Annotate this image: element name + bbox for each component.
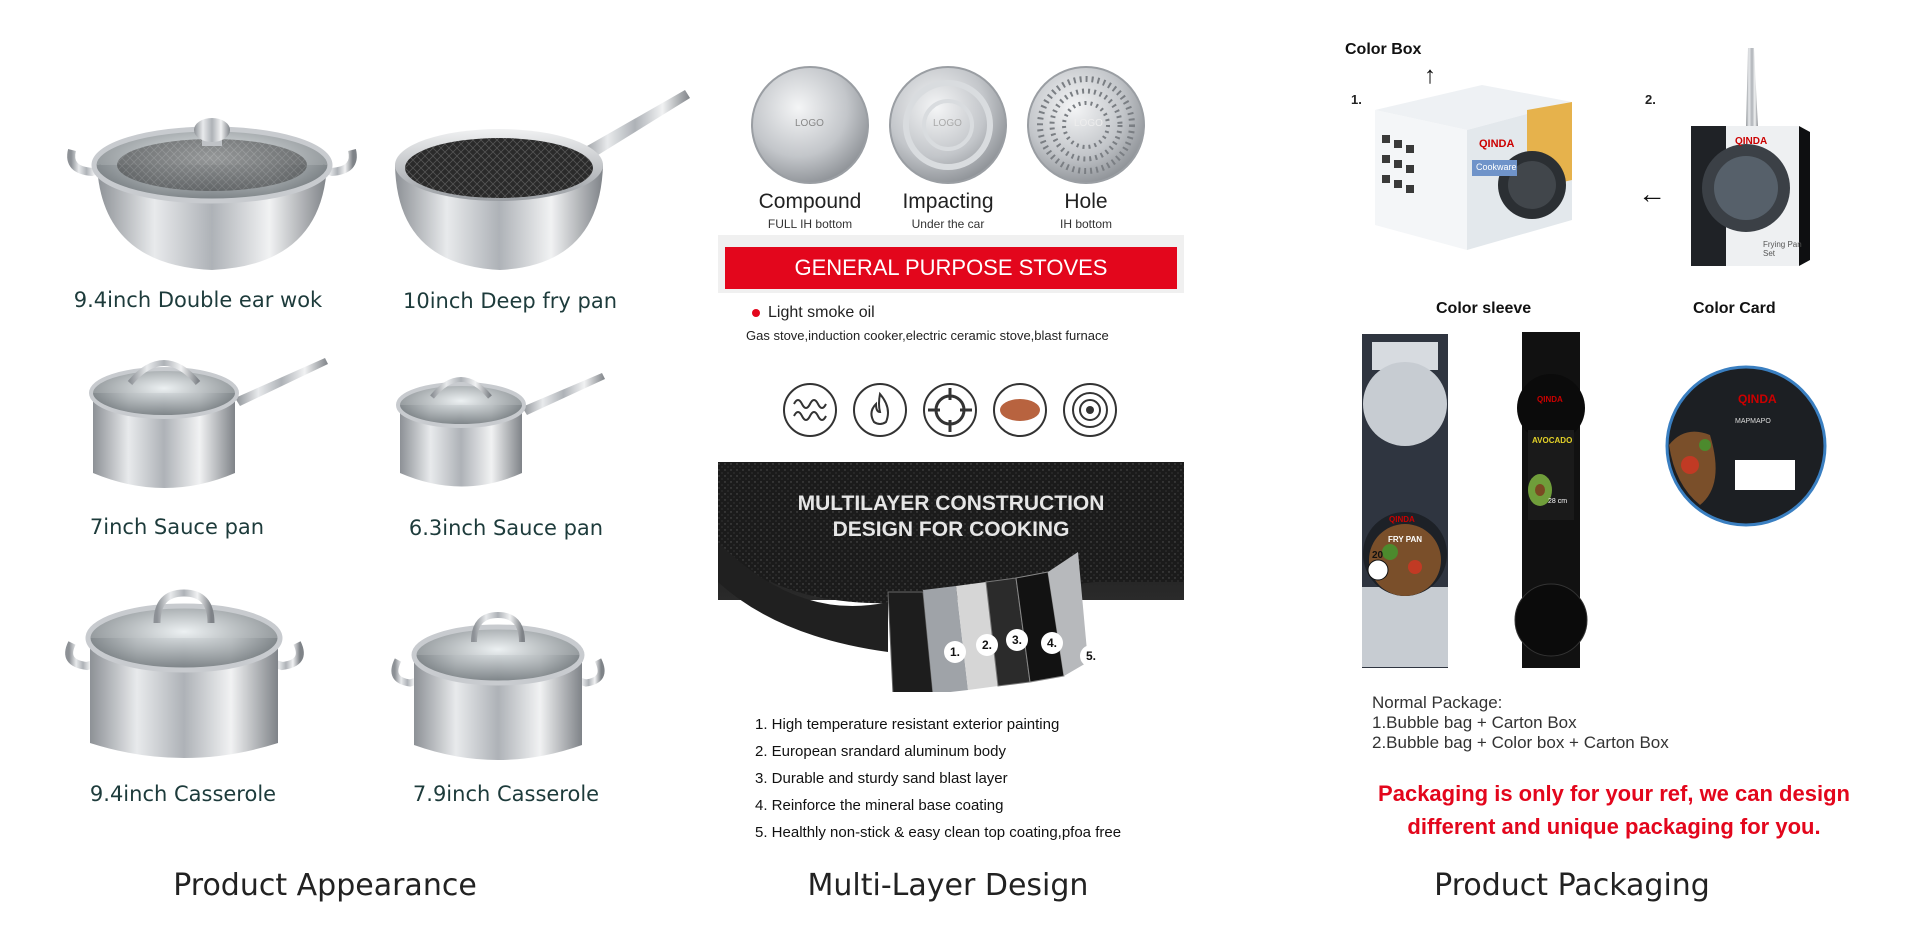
oil-note: Light smoke oil [768,304,875,321]
coil-stove-icon [783,383,837,437]
card-text: ΜΑΡΜΑΡΟ [1735,418,1771,425]
disc-logo: LOGO [933,118,962,129]
color-sleeve-label: Color sleeve [1436,300,1532,317]
casserole-7-image [391,611,605,760]
packaging-note-line1: Packaging is only for your ref, we can d… [1378,781,1850,806]
layer-item: 5. Healthly non-stick & easy clean top c… [755,824,1122,841]
arrow-left-icon: ← [1638,178,1666,209]
arrow-up-icon: ↑ [1424,62,1436,89]
layer-item: 1. High temperature resistant exterior p… [755,716,1060,733]
bottom-name: Impacting [902,190,994,213]
section-title-appearance: Product Appearance [173,868,477,903]
normal-package-item: 1.Bubble bag + Carton Box [1372,713,1577,732]
hole-bottom-disc [1027,66,1145,184]
box-text: Cookware [1476,162,1517,172]
color-sleeve-1-image [1362,334,1448,668]
stoves-note: Gas stove,induction cooker,electric cera… [746,328,1109,343]
bottom-sub: IH bottom [1059,217,1113,231]
construction-panel [718,462,1184,692]
normal-package-item: 2.Bubble bag + Color box + Carton Box [1372,733,1669,752]
sleeve1-text: FRY PAN [1388,535,1423,544]
box2-text: Frying Pan Set [1763,240,1802,258]
section-title-multilayer: Multi-Layer Design [807,868,1089,903]
sleeve1-size: 20 [1372,550,1384,561]
induction-icon [1063,383,1117,437]
layer-mark: 5. [1080,645,1102,667]
deep-fry-pan-image [395,90,690,270]
layer-item: 2. European srandard aluminum body [755,743,1006,760]
color-box-image [1375,85,1572,250]
bullet-icon [752,309,760,317]
sauce-pan-7-image [89,358,328,488]
bottom-sub: Under the car [911,217,985,231]
box-number-1: 1. [1351,92,1362,107]
color-sleeve-2-image [1514,332,1588,668]
compound-bottom-disc [751,66,869,184]
sleeve1-brand: QINDA [1389,515,1415,524]
bottom-name: Hole [1064,190,1108,213]
layer-mark: 4. [1041,632,1063,654]
box-number-2: 2. [1645,92,1656,107]
layered-pan-cutaway [718,462,1184,692]
layer-mark: 1. [944,641,966,663]
stoves-banner: GENERAL PURPOSE STOVES [725,247,1177,289]
impacting-bottom-disc [889,66,1007,184]
product-caption: 7inch Sauce pan [89,515,265,539]
box2-brand: QINDA [1735,136,1768,147]
color-box-2-image [1691,48,1810,266]
layer-mark: 3. [1006,629,1028,651]
color-card-image [1665,365,1827,527]
gas-burner-icon [923,383,977,437]
packaging-note-line2: different and unique packaging for you. [1407,814,1821,839]
disc-logo: LOGO [795,118,824,129]
card-brand: QINDA [1738,392,1777,406]
product-caption: 6.3inch Sauce pan [408,516,604,540]
layer-item: 3. Durable and sturdy sand blast layer [755,770,1008,787]
bottom-name: Compound [758,190,862,213]
double-ear-wok-image [67,118,357,270]
color-card-label: Color Card [1693,300,1776,317]
construction-title: MULTILAYER CONSTRUCTION [797,492,1105,515]
sauce-pan-6-image [396,373,605,487]
layer-mark: 2. [976,634,998,656]
product-caption: 9.4inch Casserole [89,782,277,806]
product-caption: 9.4inch Double ear wok [73,288,323,312]
section-title-packaging: Product Packaging [1434,868,1710,903]
sleeve2-text: AVOCADO [1532,436,1573,445]
gas-flame-icon [853,383,907,437]
normal-package-title: Normal Package: [1372,693,1503,712]
box-brand: QINDA [1479,138,1515,150]
casserole-9-image [65,589,304,758]
sleeve2-size: 28 cm [1548,498,1568,505]
sleeve2-brand: QINDA [1537,395,1563,404]
bottom-sub: FULL IH bottom [767,217,853,231]
product-caption: 10inch Deep fry pan [402,289,618,313]
layer-item: 4. Reinforce the mineral base coating [755,797,1004,814]
disc-logo: LOGO [1074,118,1103,129]
construction-subtitle: DESIGN FOR COOKING [832,518,1070,541]
ceramic-plate-icon [993,383,1047,437]
product-caption: 7.9inch Casserole [412,782,600,806]
color-box-label: Color Box [1345,41,1422,58]
